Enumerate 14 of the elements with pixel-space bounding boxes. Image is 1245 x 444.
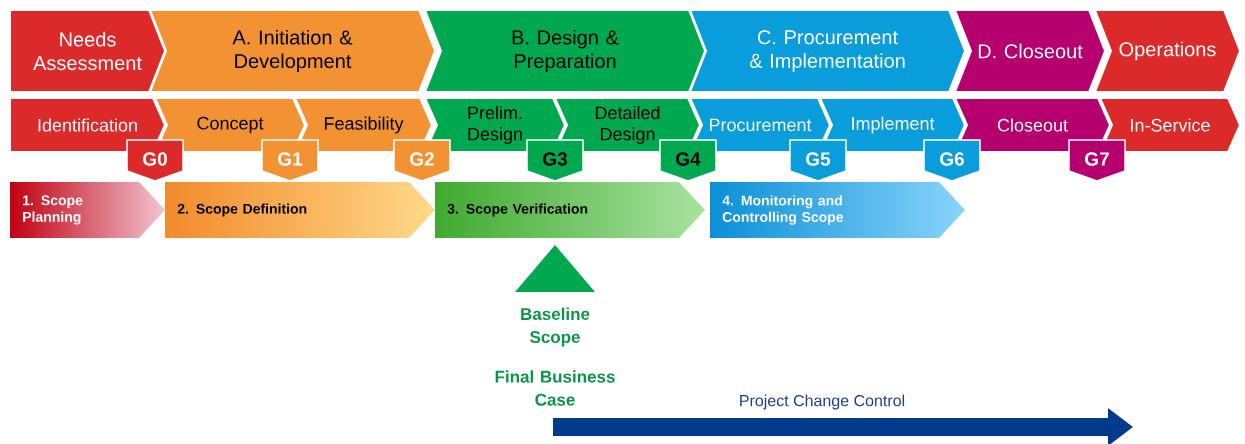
- milestone-note: Final Business Case: [495, 370, 615, 406]
- baseline-triangle: [515, 245, 595, 292]
- phase-banner: B. Design & Preparation: [423, 9, 707, 93]
- scope-chevron: 1. Scope Planning: [23, 195, 83, 225]
- step-banner: In-Service: [1098, 97, 1242, 153]
- scope-chevron: 2. Scope Definition: [177, 203, 307, 217]
- phase-banner: A. Initiation & Development: [148, 9, 437, 93]
- phase-banner: C. Procurement & Implementation: [688, 9, 967, 93]
- scope-chevron: 4. Monitoring and Controlling Scope: [722, 195, 844, 225]
- phase-banner: Operations: [1093, 9, 1242, 93]
- scope-chevron: 3. Scope Verification: [447, 203, 588, 217]
- arrow-label: Project Change Control: [740, 394, 905, 410]
- phase-banner: Needs Assessment: [9, 9, 167, 93]
- phase-banner: D. Closeout: [953, 9, 1107, 93]
